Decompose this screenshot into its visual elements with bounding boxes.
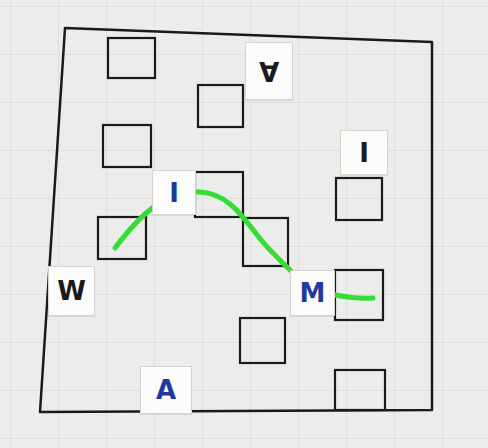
tile-letter: I	[359, 140, 369, 166]
tile-letter: A	[259, 58, 279, 84]
tile-letter: M	[300, 280, 326, 306]
empty-square	[103, 125, 151, 167]
letter-tile: M	[290, 270, 335, 316]
letter-tile: I	[340, 130, 388, 175]
tile-letter: I	[169, 180, 179, 206]
empty-square	[198, 85, 243, 127]
empty-square	[336, 178, 382, 220]
empty-square	[108, 38, 155, 78]
tile-letter: W	[57, 278, 86, 304]
tile-letter: A	[156, 377, 176, 403]
letter-tile: A	[245, 42, 293, 100]
letter-tile: A	[140, 366, 192, 414]
letter-tile: I	[152, 170, 196, 215]
board-outline	[40, 28, 432, 412]
empty-square	[240, 318, 285, 363]
letter-tile: W	[48, 266, 95, 316]
empty-squares	[98, 38, 385, 410]
empty-square	[335, 370, 385, 410]
